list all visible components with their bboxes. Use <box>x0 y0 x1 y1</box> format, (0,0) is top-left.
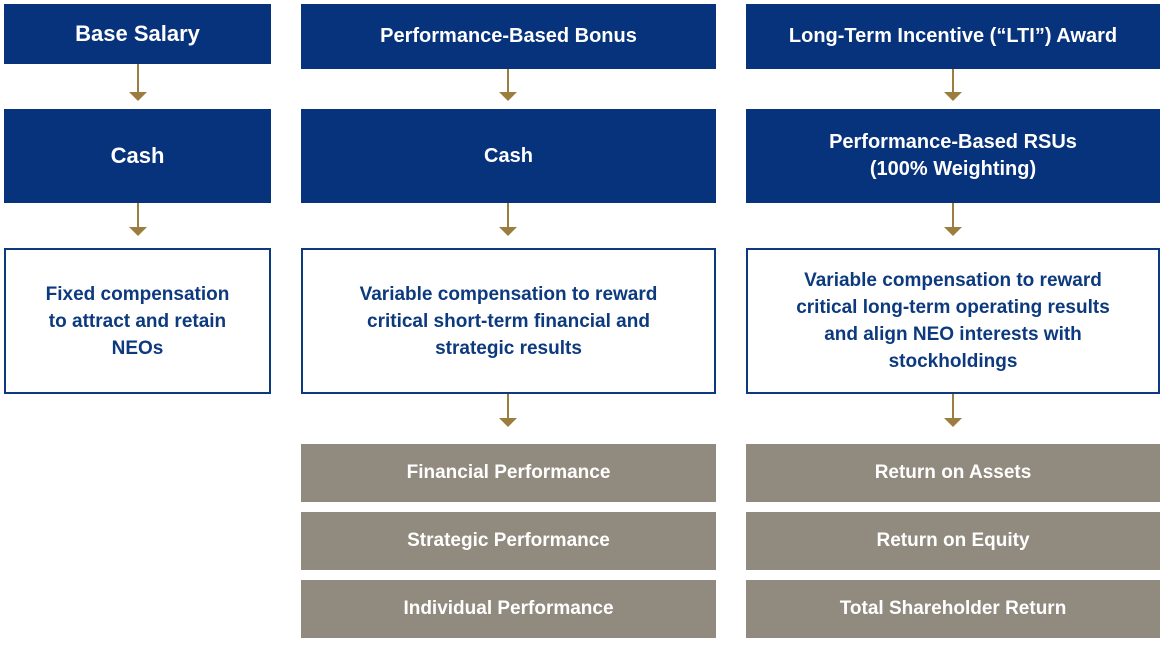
purpose-line: NEOs <box>111 337 164 359</box>
bonus-purpose: Variable compensation to reward critical… <box>301 248 716 394</box>
arrow-down-icon <box>944 69 962 101</box>
lti-vehicle-line: (100% Weighting) <box>869 158 1037 180</box>
purpose-line: and align NEO interests with <box>824 324 1082 345</box>
purpose-line: strategic results <box>435 337 582 359</box>
purpose-line: stockholdings <box>888 351 1018 372</box>
bonus-vehicle: Cash <box>301 109 716 203</box>
metric-total-shareholder-return: Total Shareholder Return <box>746 580 1160 638</box>
base-salary-vehicle-label: Cash <box>110 143 165 168</box>
arrow-down-icon <box>129 64 147 101</box>
bonus-header: Performance-Based Bonus <box>301 4 716 69</box>
metric-label: Individual Performance <box>403 598 614 619</box>
metric-label: Strategic Performance <box>407 530 610 551</box>
metric-return-on-equity: Return on Equity <box>746 512 1160 570</box>
bonus-header-label: Performance-Based Bonus <box>380 25 637 47</box>
lti-vehicle-line: Performance-Based RSUs <box>829 131 1077 153</box>
arrow-down-icon <box>944 203 962 236</box>
purpose-line: to attract and retain <box>48 310 227 332</box>
purpose-line: Variable compensation to reward <box>804 270 1102 291</box>
purpose-line: critical short-term financial and <box>367 310 650 332</box>
purpose-line: Variable compensation to reward <box>359 283 658 305</box>
base-salary-vehicle: Cash <box>4 109 271 203</box>
base-salary-purpose: Fixed compensation to attract and retain… <box>4 248 271 394</box>
arrow-down-icon <box>499 394 517 427</box>
arrow-down-icon <box>944 394 962 427</box>
purpose-line: critical long-term operating results <box>796 297 1110 318</box>
purpose-line: Fixed compensation <box>45 283 230 305</box>
metric-return-on-assets: Return on Assets <box>746 444 1160 502</box>
metric-individual-performance: Individual Performance <box>301 580 716 638</box>
arrow-down-icon <box>499 69 517 101</box>
arrow-down-icon <box>499 203 517 236</box>
arrow-down-icon <box>129 203 147 236</box>
metric-financial-performance: Financial Performance <box>301 444 716 502</box>
metric-label: Total Shareholder Return <box>839 598 1067 619</box>
lti-vehicle: Performance-Based RSUs (100% Weighting) <box>746 109 1160 203</box>
lti-purpose: Variable compensation to reward critical… <box>746 248 1160 394</box>
lti-header: Long-Term Incentive (“LTI”) Award <box>746 4 1160 69</box>
base-salary-header: Base Salary <box>4 4 271 64</box>
metric-label: Financial Performance <box>406 462 611 483</box>
metric-strategic-performance: Strategic Performance <box>301 512 716 570</box>
metric-label: Return on Equity <box>876 530 1030 551</box>
lti-header-label: Long-Term Incentive (“LTI”) Award <box>788 25 1118 47</box>
base-salary-header-label: Base Salary <box>75 21 200 46</box>
metric-label: Return on Assets <box>874 462 1032 483</box>
bonus-vehicle-label: Cash <box>484 144 533 167</box>
